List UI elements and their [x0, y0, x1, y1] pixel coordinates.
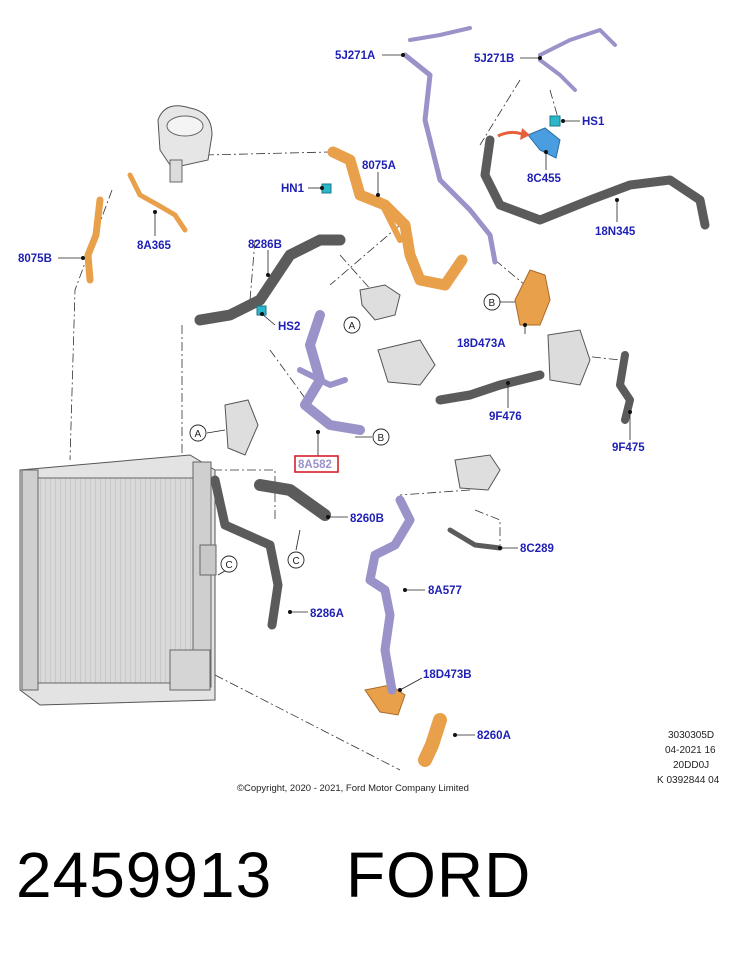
connection-lines — [47, 79, 621, 771]
callout-8260A[interactable]: 8260A — [477, 730, 511, 742]
callout-5J271A[interactable]: 5J271A — [335, 50, 375, 62]
connector-A-left: A — [195, 429, 202, 440]
purple-hoses — [297, 26, 617, 695]
connector-A-top: A — [349, 321, 356, 332]
highlight-box — [294, 455, 339, 473]
connector-B-top: B — [489, 298, 496, 309]
housings — [224, 284, 591, 491]
meta-line-4: K 0392844 04 — [657, 775, 720, 786]
callout-labels: 5J271A 5J271B HS1 8075A HN1 8C455 18N345… — [18, 50, 645, 742]
callout-8C289[interactable]: 8C289 — [520, 543, 554, 555]
part-number: 2459913 — [16, 839, 273, 911]
callout-8A365[interactable]: 8A365 — [137, 240, 171, 252]
sensors — [256, 115, 561, 316]
callout-8C455[interactable]: 8C455 — [527, 173, 561, 185]
meta-line-3: 20DD0J — [673, 760, 709, 771]
diagram-meta: 3030305D 04-2021 16 20DD0J K 0392844 04 — [657, 730, 720, 786]
meta-line-1: 3030305D — [668, 730, 714, 741]
dark-hoses — [194, 135, 710, 630]
callout-9F475[interactable]: 9F475 — [612, 442, 645, 454]
callout-8286B[interactable]: 8286B — [248, 239, 282, 251]
callout-8A577[interactable]: 8A577 — [428, 585, 462, 597]
callout-HS1[interactable]: HS1 — [582, 116, 605, 128]
orange-hoses — [84, 146, 468, 767]
callout-HN1[interactable]: HN1 — [281, 183, 305, 195]
brand-name: FORD — [346, 839, 532, 911]
cooling-system-diagram: 5J271A 5J271B HS1 8075A HN1 8C455 18N345… — [18, 26, 720, 794]
callout-8075B[interactable]: 8075B — [18, 253, 52, 265]
callout-18D473A[interactable]: 18D473A — [457, 338, 506, 350]
expansion-tank — [157, 105, 213, 183]
copyright-notice: ©Copyright, 2020 - 2021, Ford Motor Comp… — [237, 783, 469, 794]
leader-lines — [58, 53, 632, 737]
radiator — [19, 454, 217, 706]
meta-line-2: 04-2021 16 — [665, 745, 716, 756]
callout-8A582[interactable]: 8A582 — [298, 459, 332, 471]
callout-18D473B[interactable]: 18D473B — [423, 669, 472, 681]
connector-C-left: C — [226, 560, 233, 571]
connector-markers: A B A B C C — [189, 293, 501, 573]
callout-8286A[interactable]: 8286A — [310, 608, 344, 620]
orange-valves — [364, 269, 551, 716]
callout-9F476[interactable]: 9F476 — [489, 411, 522, 423]
callout-8260B[interactable]: 8260B — [350, 513, 384, 525]
callout-8075A[interactable]: 8075A — [362, 160, 396, 172]
callout-18N345[interactable]: 18N345 — [595, 226, 636, 238]
callout-5J271B[interactable]: 5J271B — [474, 53, 514, 65]
callout-HS2[interactable]: HS2 — [278, 321, 300, 333]
connector-C-mid: C — [293, 556, 300, 567]
connector-B-mid: B — [378, 433, 385, 444]
